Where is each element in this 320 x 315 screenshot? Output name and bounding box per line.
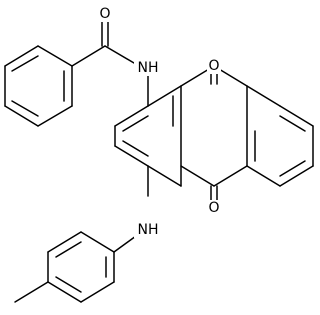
- bond-ring-carbonyl: [71, 45, 106, 67]
- anthraquinone-left-ring: [114, 85, 182, 187]
- bond-amine-tolyl: [113, 235, 137, 253]
- bond-methyl: [14, 281, 49, 303]
- bond-tolyl-5: [80, 281, 115, 303]
- bond-benzoyl-1: [37, 45, 73, 67]
- benzoyl-group: [4, 17, 135, 127]
- anthraquinone-right-ring: [246, 85, 314, 187]
- tolyl-ring: [14, 231, 115, 303]
- bond-ring-a-1: [147, 85, 182, 107]
- bond-ring-b-5: [180, 165, 215, 187]
- label-bg-quinone-o-bottom: [207, 200, 221, 216]
- amine-nh-label: NH: [138, 222, 159, 238]
- bond-tolyl-inner-1: [55, 241, 82, 258]
- bond-ring-c-2: [279, 105, 314, 127]
- bond-benzoyl-inner-2: [11, 100, 39, 117]
- bond-ring-a-inner-1: [122, 115, 149, 132]
- anthraquinone-central-ring: [180, 65, 248, 207]
- bond-ring-c-4: [279, 165, 314, 187]
- label-bg-quinone-o-top: [207, 58, 221, 74]
- bond-ring-b-4: [213, 165, 248, 187]
- bond-benzoyl-inner-1: [11, 55, 39, 72]
- bond-ring-a-3: [147, 165, 182, 187]
- quinone-oxygen-bottom-label: O: [208, 200, 219, 216]
- label-bg-amide-o: [98, 6, 112, 22]
- bond-tolyl-4: [47, 281, 82, 303]
- amide-nh-label: NH: [138, 60, 159, 76]
- bond-ring-a-inner-3: [122, 140, 149, 157]
- label-bg-amide-nh: [134, 60, 160, 76]
- bond-ring-a-4: [114, 145, 149, 167]
- bond-benzoyl-2: [4, 45, 39, 67]
- bond-ring-c-inner-2: [279, 160, 306, 177]
- bond-ring-c-5: [246, 165, 281, 187]
- bond-ring-c-1: [246, 85, 281, 107]
- bond-tolyl-1: [80, 231, 115, 253]
- bond-tolyl-2: [47, 231, 82, 253]
- amide-oxygen-label: O: [99, 6, 110, 22]
- bond-benzoyl-5: [37, 105, 73, 127]
- quinone-oxygen-top-label: O: [208, 58, 219, 74]
- bond-carbonyl-nh: [104, 45, 135, 64]
- bond-ring-a-6: [114, 105, 149, 127]
- bond-ring-c-inner-1: [279, 115, 306, 132]
- label-bg-amine-nh: [134, 222, 160, 238]
- bond-benzoyl-4: [4, 105, 39, 127]
- bond-tolyl-inner-2: [55, 276, 82, 293]
